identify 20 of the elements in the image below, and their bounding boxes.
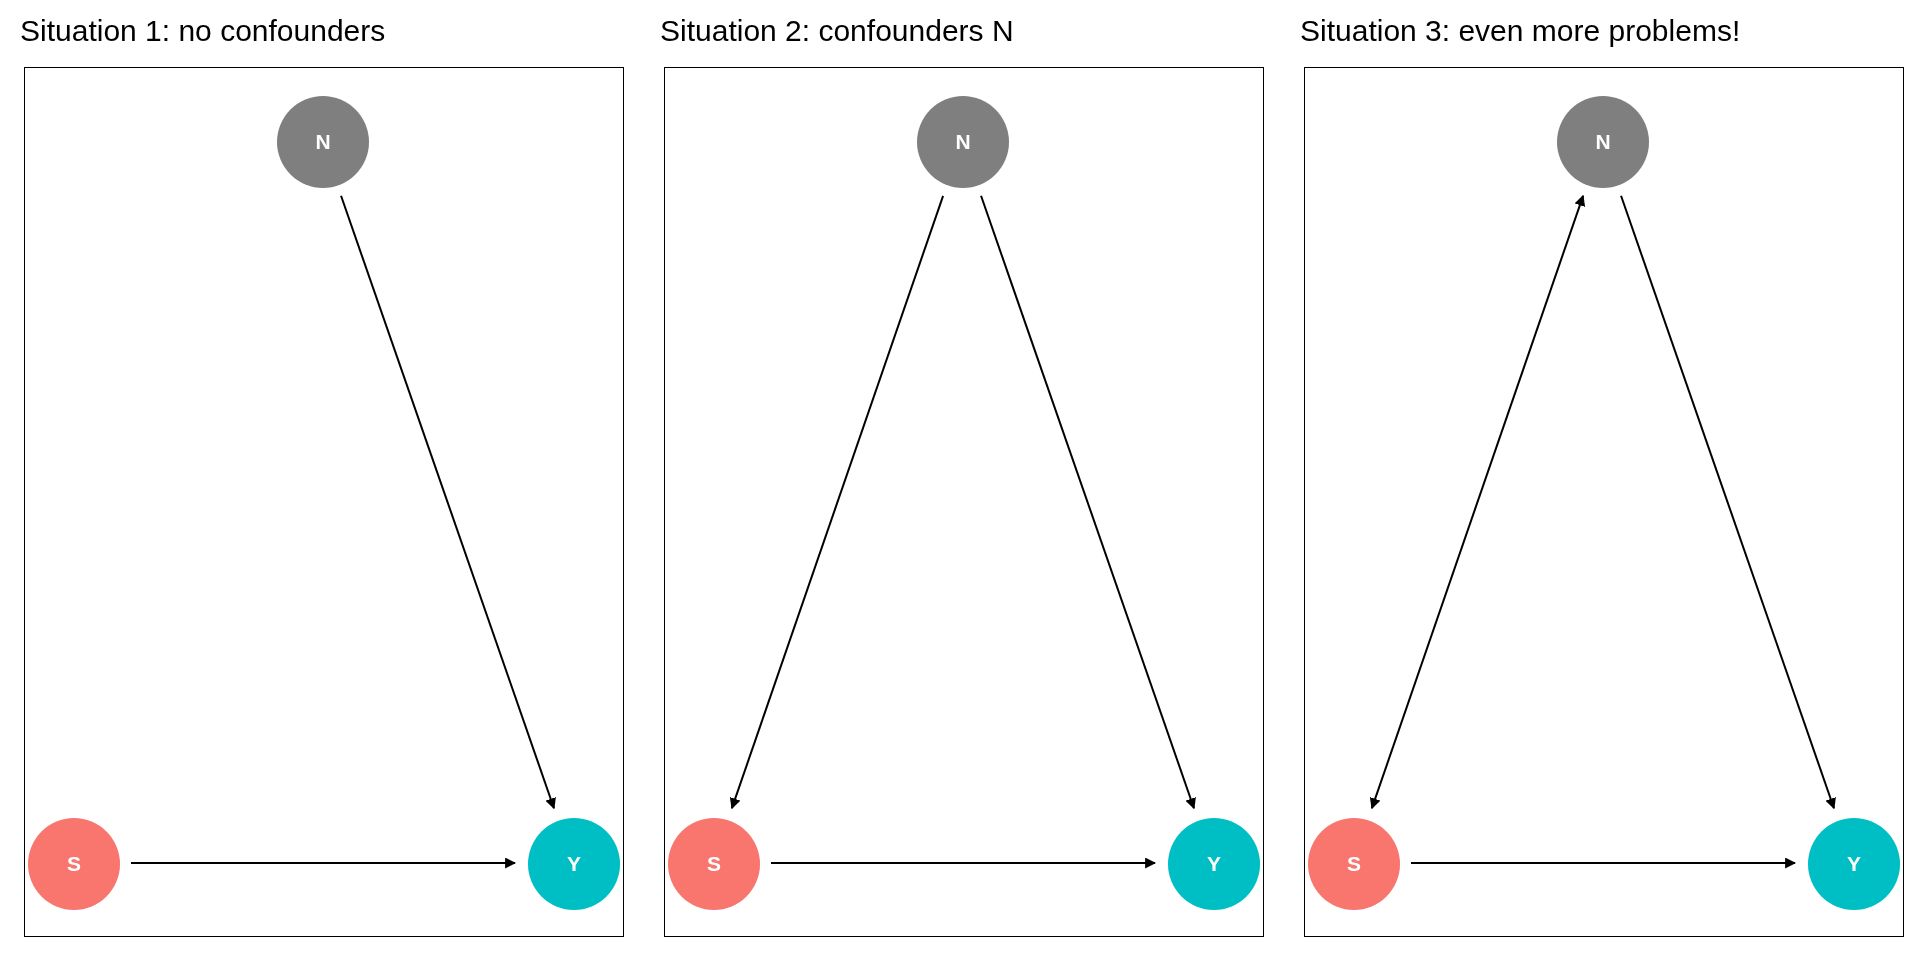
arrow [1410, 857, 1797, 869]
node-label: S [1347, 852, 1361, 876]
arrow [130, 857, 517, 869]
arrow [1369, 194, 1586, 810]
panel-title: Situation 1: no confounders [20, 14, 386, 48]
arrow [1620, 194, 1836, 810]
node-label: N [955, 130, 971, 154]
arrow [729, 194, 945, 810]
panel-title: Situation 3: even more problems! [1300, 14, 1741, 48]
panel-title: Situation 2: confounders N [660, 14, 1014, 48]
arrow [770, 857, 1157, 869]
node-label: S [67, 852, 81, 876]
node-label: N [315, 130, 331, 154]
node-label: N [1595, 130, 1611, 154]
arrow [980, 194, 1196, 810]
arrow [340, 194, 556, 810]
node-label: Y [1847, 852, 1861, 876]
node-label: Y [1207, 852, 1221, 876]
node-label: S [707, 852, 721, 876]
node-label: Y [567, 852, 581, 876]
